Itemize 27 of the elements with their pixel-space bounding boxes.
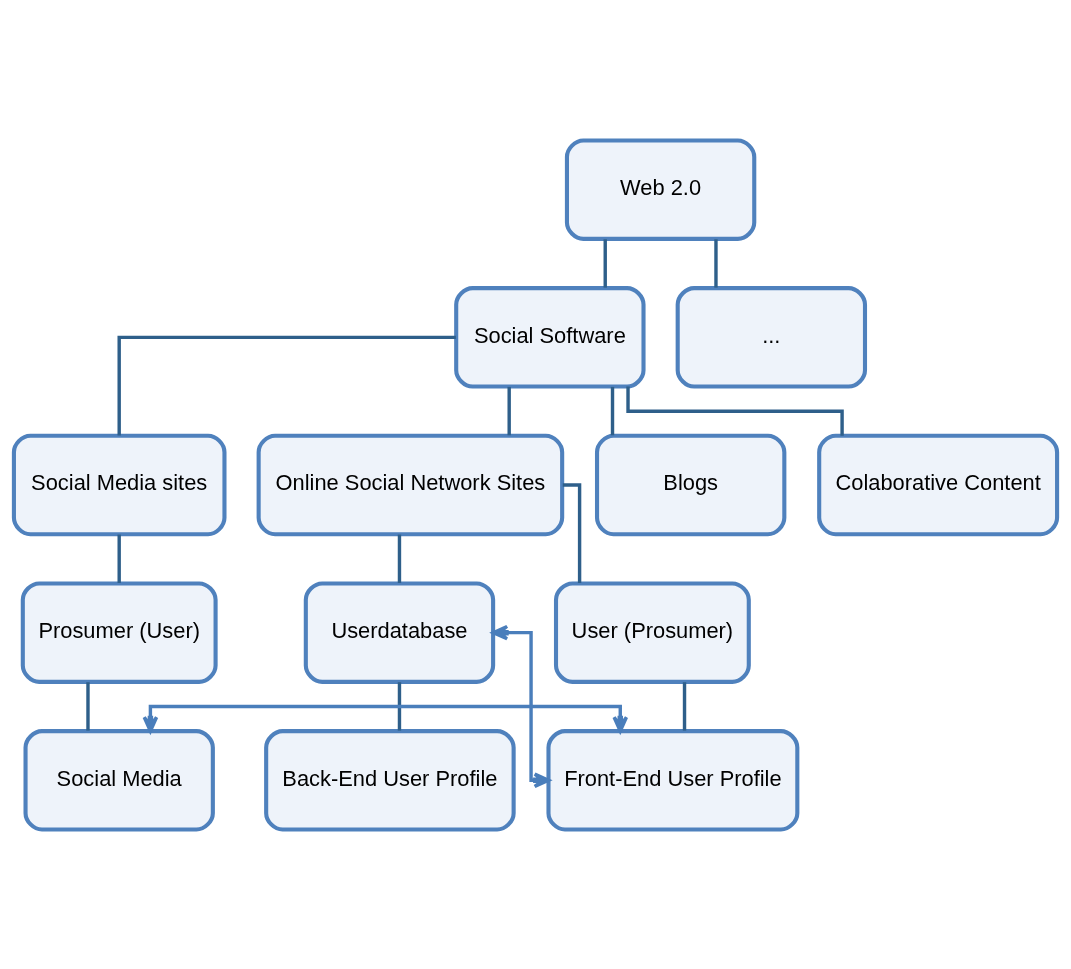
connector	[86, 681, 90, 731]
node-box: Colaborative Content	[817, 433, 1060, 536]
connector	[682, 681, 687, 731]
node-box: ...	[675, 285, 868, 389]
node-box: Back-End User Profile	[264, 728, 516, 832]
node-box: Social Software	[454, 285, 646, 389]
node-box: Front-End User Profile	[546, 728, 800, 832]
node-box: Social Media sites	[11, 433, 227, 536]
node-box: Userdatabase	[303, 580, 496, 684]
connector	[603, 238, 607, 288]
connector	[507, 386, 511, 435]
connector	[610, 386, 615, 435]
node-box: User (Prosumer)	[553, 580, 751, 684]
connector	[562, 482, 582, 583]
arrow	[142, 704, 629, 733]
node-box: Blogs	[594, 433, 787, 536]
connector	[117, 335, 456, 435]
node-box: Prosumer (User)	[20, 580, 218, 684]
connector	[714, 238, 718, 288]
node-box: Web 2.0	[564, 137, 757, 241]
connector	[626, 386, 844, 436]
node-box: Social Media	[23, 728, 215, 832]
connector	[397, 534, 402, 583]
node-box: Online Social Network Sites	[256, 433, 565, 536]
connector	[117, 534, 121, 583]
arrow	[491, 624, 551, 788]
connector	[397, 681, 402, 731]
